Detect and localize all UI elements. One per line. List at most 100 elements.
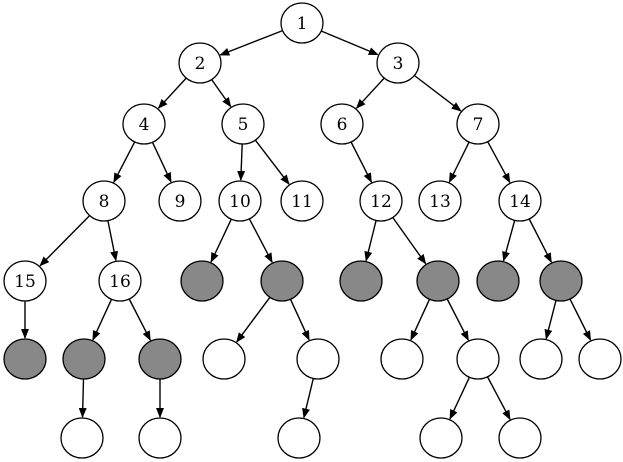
edge-n7-n14 [487,141,511,184]
node-w14b [578,338,622,380]
shaded-node-circle-g14b [539,260,583,302]
node-label-n5: 5 [238,115,249,135]
node-circle-w12d [498,417,542,459]
edge-n16-g16b [128,298,151,341]
node-g12b [416,260,460,302]
node-n10: 10 [218,180,262,222]
shaded-node-circle-g10a [180,260,224,302]
node-n15: 15 [3,260,47,302]
shaded-node-circle-g14a [476,260,520,302]
node-label-n13: 13 [429,192,451,212]
shaded-node-circle-g16a [62,338,106,380]
node-w16a [60,417,104,459]
edge-n5-n11 [254,139,290,185]
node-circle-n9 [158,180,202,222]
edge-n2-n4 [157,77,187,109]
node-w14a [519,338,563,380]
shaded-node-circle-g12a [339,260,383,302]
node-circle-n6 [320,103,364,145]
edge-n12-g12a [364,220,377,262]
node-circle-n5 [221,103,265,145]
node-circle-n1 [280,2,324,44]
node-n8: 8 [82,180,126,222]
node-n16: 16 [98,260,142,302]
node-circle-n11 [280,180,324,222]
shaded-node-circle-g10b [260,260,304,302]
node-label-n12: 12 [370,192,392,212]
node-circle-w14a [519,338,563,380]
node-circle-n12 [359,180,403,222]
node-label-n14: 14 [509,192,531,212]
shaded-node-circle-g16b [138,338,182,380]
node-label-n10: 10 [229,192,251,212]
node-w10b [296,338,340,380]
node-label-n16: 16 [109,272,131,292]
edge-g12b-w12b [446,298,469,341]
edge-n4-n8 [113,141,136,184]
node-n1: 1 [280,2,324,44]
node-g16b [138,338,182,380]
node-n14: 14 [498,180,542,222]
edge-w12b-w12d [486,376,511,421]
edge-n12-g12b [392,217,427,265]
node-circle-w16a [60,417,104,459]
node-g14b [539,260,583,302]
edge-n6-n12 [350,141,373,183]
node-n13: 13 [418,180,462,222]
edge-g10b-w10b [289,299,310,341]
edge-g14b-w14b [569,298,592,341]
node-g16a [62,338,106,380]
edge-n5-n10 [237,143,246,181]
edge-g16a-w16a [78,378,87,418]
edge-g14b-w14a [544,300,557,340]
node-w10a [202,338,246,380]
node-label-n3: 3 [393,54,404,74]
edge-n10-g10a [210,218,232,263]
node-n6: 6 [320,103,364,145]
node-circle-n10 [218,180,262,222]
node-n7: 7 [456,103,500,145]
node-circle-w12c [419,417,463,459]
node-circle-n2 [178,42,222,84]
edge-w10b-w10c [302,378,314,419]
edge-n3-n6 [355,77,385,109]
shaded-node-circle-g12b [416,260,460,302]
node-label-n1: 1 [297,14,308,34]
edge-n2-n5 [211,79,232,108]
edges-layer [21,29,592,421]
node-circle-w10b [296,338,340,380]
node-n9: 9 [158,180,202,222]
node-n2: 2 [178,42,222,84]
node-circle-n15 [3,260,47,302]
node-circle-w16b [138,417,182,459]
node-g12a [339,260,383,302]
node-circle-w10a [202,338,246,380]
node-circle-w14b [578,338,622,380]
node-n12: 12 [359,180,403,222]
node-circle-n13 [418,180,462,222]
node-label-n15: 15 [14,272,36,292]
node-circle-n3 [376,42,420,84]
node-label-n4: 4 [139,115,150,135]
edge-n14-g14a [502,220,516,262]
node-circle-n4 [122,103,166,145]
node-w16b [138,417,182,459]
edge-n4-n9 [151,142,172,183]
node-w10c [277,417,321,459]
node-n11: 11 [280,180,324,222]
edge-g10b-w10a [236,296,271,343]
node-n4: 4 [122,103,166,145]
node-label-n2: 2 [195,54,206,74]
node-w12c [419,417,463,459]
edge-n8-n16 [107,220,119,262]
edge-g12b-w12a [410,299,431,341]
node-label-n8: 8 [99,192,110,212]
edge-n8-n15 [39,215,91,267]
node-circle-w10c [277,417,321,459]
edge-n10-g10b [248,218,273,264]
node-g14a [476,260,520,302]
edge-w12b-w12c [449,377,471,420]
node-g10a [180,260,224,302]
node-n3: 3 [376,42,420,84]
node-circle-n14 [498,180,542,222]
